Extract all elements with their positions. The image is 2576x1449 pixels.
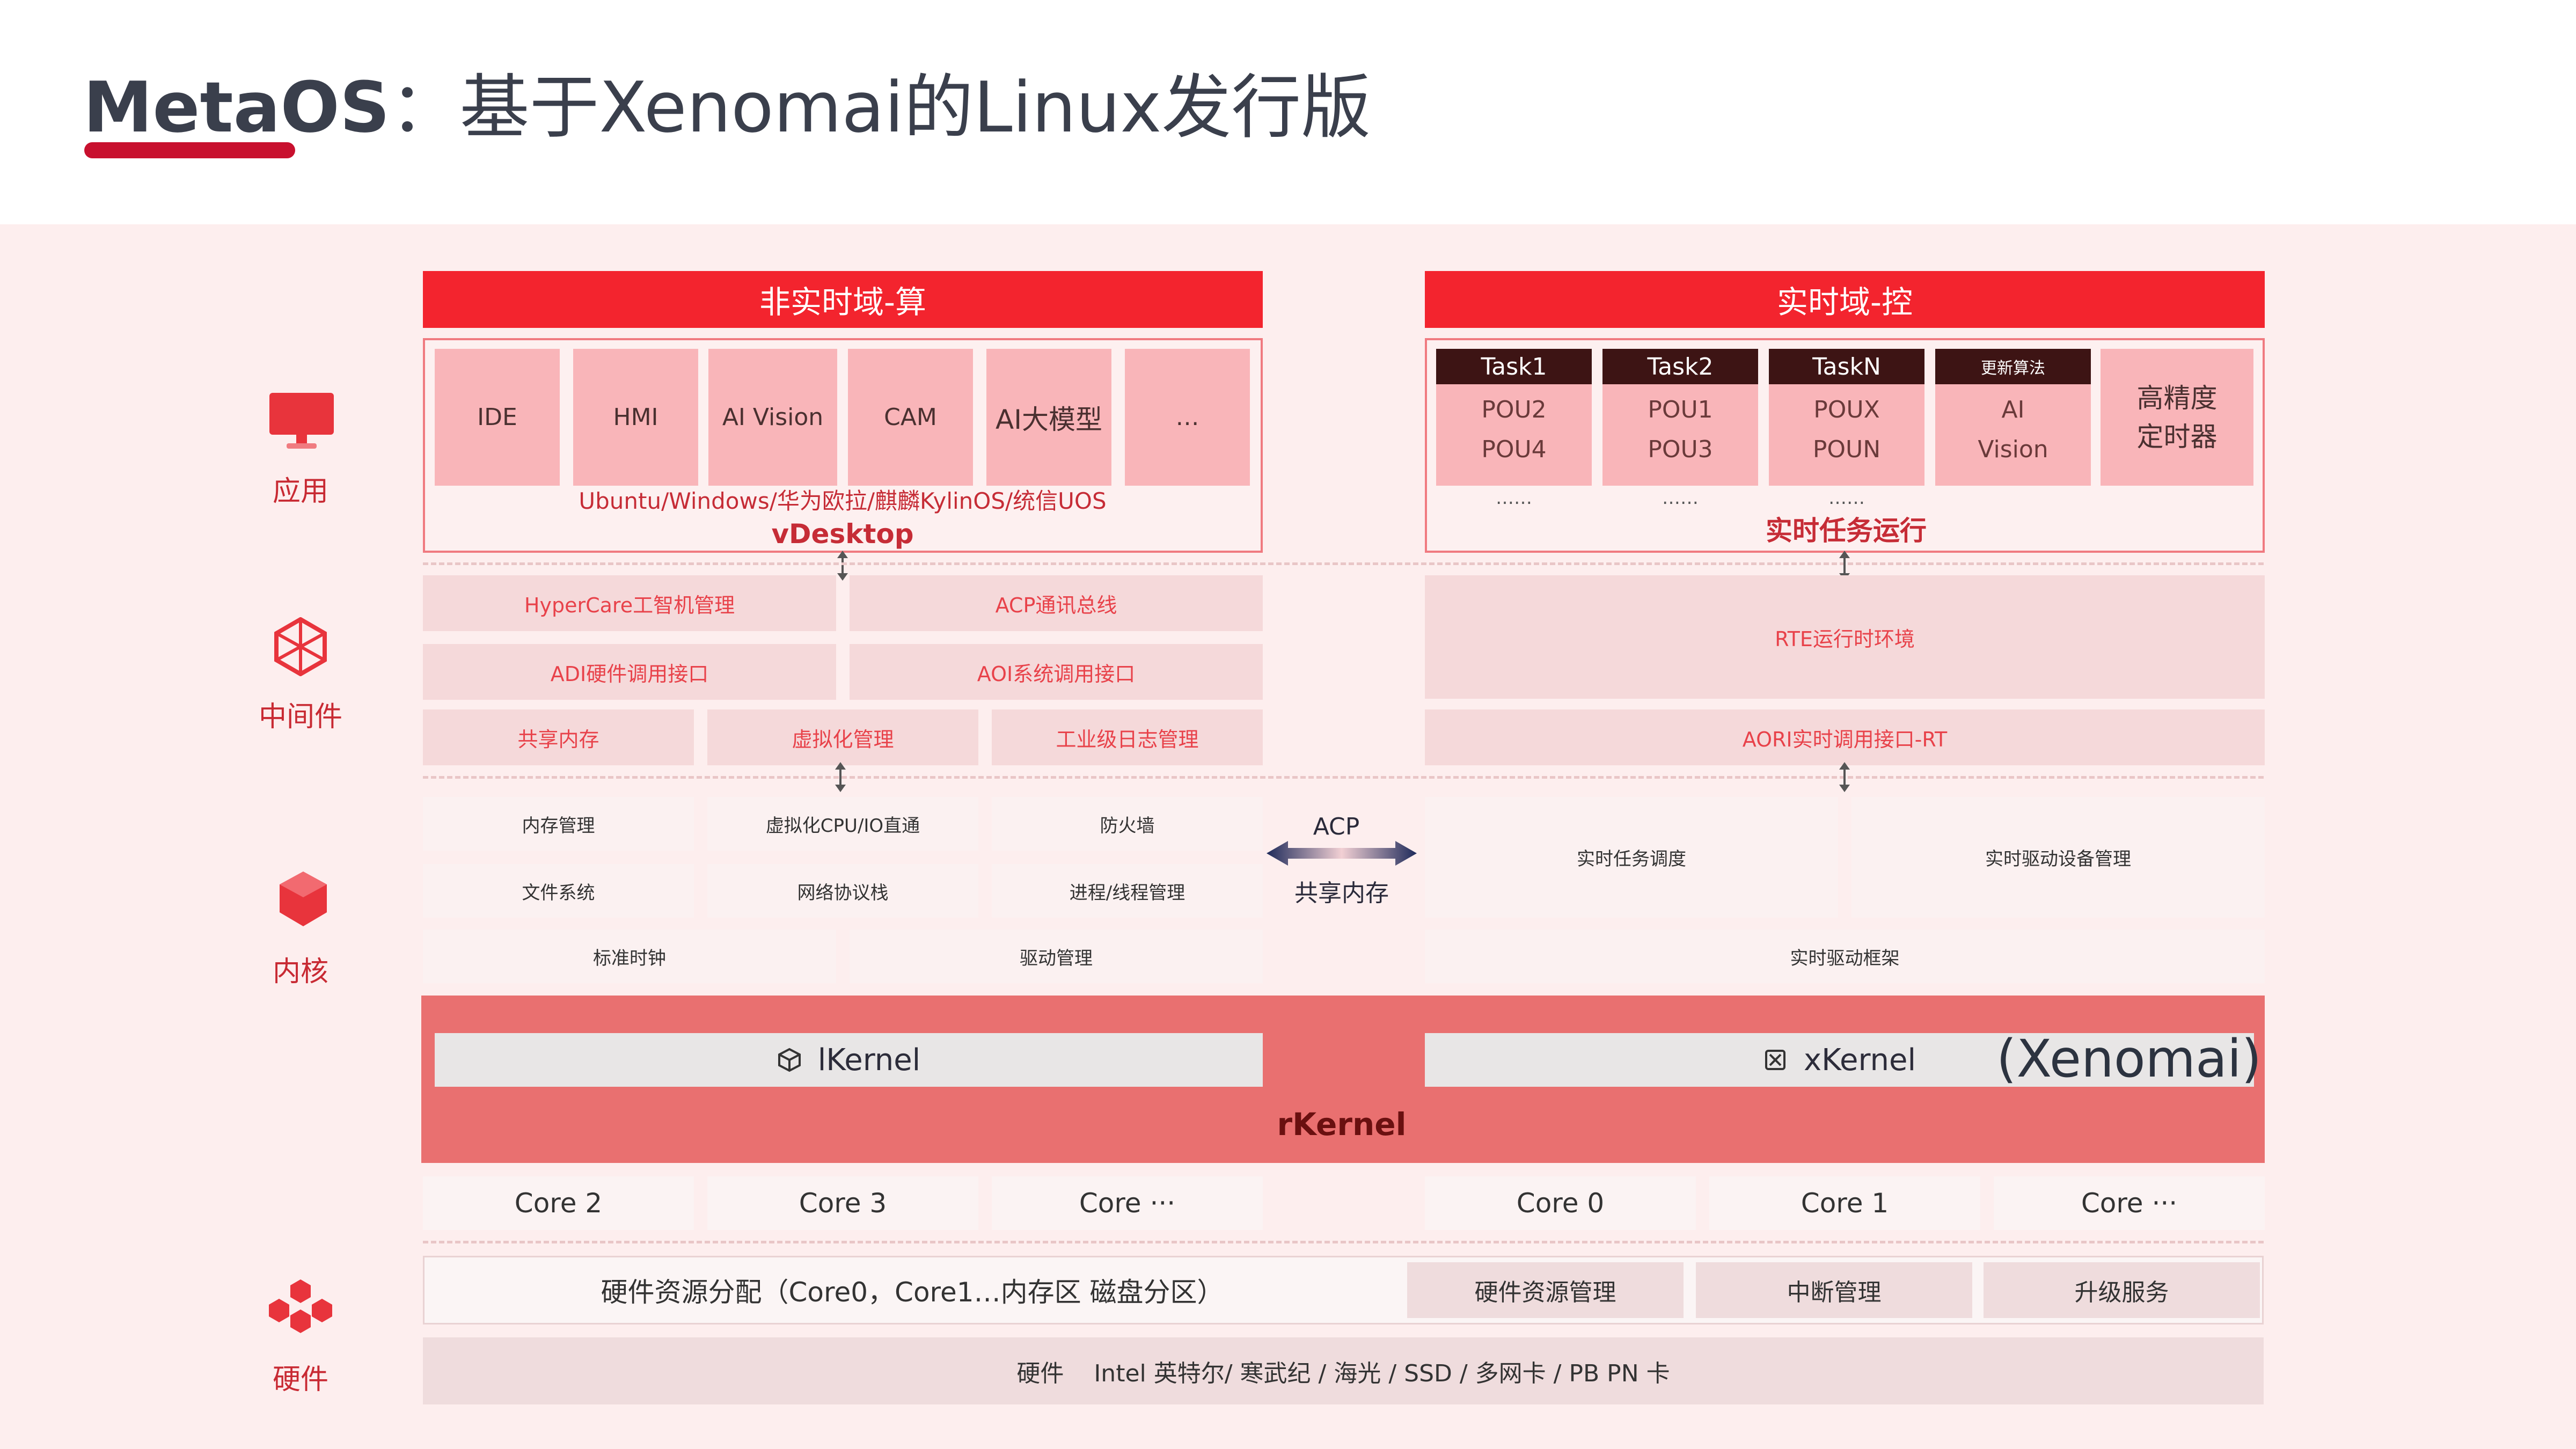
pou-item: Vision (1978, 436, 2048, 463)
pou-item: POU2 (1481, 396, 1547, 423)
k-rt-scheduling: 实时任务调度 (1425, 797, 1838, 918)
app-tile-ai-model: AI大模型 (986, 349, 1111, 486)
pou-item: POU3 (1648, 436, 1713, 463)
pou-item: POU1 (1648, 396, 1713, 423)
app-tile-cam: CAM (848, 349, 973, 486)
mw-industrial-log: 工业级日志管理 (992, 709, 1263, 765)
cluster-icon (266, 1277, 335, 1336)
side-label-kernel: 内核 (272, 955, 328, 988)
k-virtual-cpu-io: 虚拟化CPU/IO直通 (707, 797, 978, 851)
k-memory-mgmt: 内存管理 (423, 797, 694, 851)
hw-alloc: 硬件资源分配（Core0，Core1…内存区 磁盘分区） (601, 1277, 1224, 1308)
x-box-icon (1765, 1050, 1785, 1070)
core-more-non-rt: Core ··· (992, 1176, 1263, 1230)
mw-hypercare: HyperCare工智机管理 (423, 575, 836, 631)
divider-core-hw (423, 1241, 2264, 1243)
app-tile-hmi: HMI (573, 349, 698, 486)
hw-upgrade-service: 升级服务 (1984, 1262, 2260, 1318)
os-list: Ubuntu/Windows/华为欧拉/麒麟KylinOS/统信UOS (579, 487, 1107, 514)
side-label-middleware: 中间件 (258, 700, 342, 733)
k-firewall: 防火墙 (992, 797, 1263, 851)
monitor-icon (268, 392, 335, 449)
pou-item: AI (2001, 396, 2025, 423)
page-title: MetaOS：基于Xenomai的Linux发行版 (83, 67, 1371, 148)
mw-rte: RTE运行时环境 (1425, 575, 2265, 699)
side-label-hardware: 硬件 (272, 1363, 328, 1396)
xenomai-label: (Xenomai) (1996, 1029, 2262, 1089)
task-more: …… (1496, 487, 1532, 509)
core-3: Core 3 (707, 1176, 978, 1230)
bidirectional-arrow-icon (1267, 840, 1417, 867)
non-rt-app-frame (423, 338, 1263, 553)
task-more: …… (1662, 487, 1699, 509)
k-rt-device-mgmt: 实时驱动设备管理 (1851, 797, 2265, 918)
link-arrow-icon (1828, 762, 1861, 792)
rt-header: 实时域-控 (1425, 271, 2265, 328)
core-more-rt: Core ··· (1994, 1176, 2265, 1230)
pou-item: POUX (1813, 396, 1880, 423)
hw-interrupt-mgmt: 中断管理 (1696, 1262, 1972, 1318)
task-name: TaskN (1769, 349, 1924, 384)
acp-shared-memory-label: 共享内存 (1294, 880, 1389, 907)
side-label-app: 应用 (272, 475, 328, 508)
app-tile-ide: IDE (435, 349, 560, 486)
k-network-stack: 网络协议栈 (707, 864, 978, 918)
core-2: Core 2 (423, 1176, 694, 1230)
xkernel-label: xKernel (1803, 1042, 1916, 1078)
task-name: 更新算法 (1935, 349, 2091, 384)
hw-resource-mgmt: 硬件资源管理 (1407, 1262, 1684, 1318)
vdesktop-label: vDesktop (771, 518, 914, 550)
task-name: Task1 (1436, 349, 1592, 384)
app-tile-more: … (1125, 349, 1250, 486)
mw-aori: AORI实时调用接口-RT (1425, 709, 2265, 765)
acp-label: ACP (1313, 813, 1360, 840)
task-more: …… (1828, 487, 1865, 509)
lkernel-bar: lKernel (435, 1033, 1263, 1087)
lkernel-label: lKernel (817, 1042, 921, 1078)
mw-virtualization: 虚拟化管理 (707, 709, 978, 765)
rkernel-label: rKernel (1277, 1106, 1407, 1143)
divider-app-mw (423, 562, 2264, 565)
pou-item: POUN (1812, 436, 1881, 463)
title-underline (84, 142, 295, 158)
mw-adi: ADI硬件调用接口 (423, 644, 836, 700)
core-0: Core 0 (1425, 1176, 1696, 1230)
timer-line: 高精度 (2136, 382, 2218, 414)
mw-shared-memory: 共享内存 (423, 709, 694, 765)
task-card-n: TaskN POUX POUN (1769, 349, 1924, 486)
pou-item: POU4 (1481, 436, 1547, 463)
k-process-thread: 进程/线程管理 (992, 864, 1263, 918)
k-filesystem: 文件系统 (423, 864, 694, 918)
mw-aoi: AOI系统调用接口 (850, 644, 1263, 700)
hw-devices: 硬件 Intel 英特尔/ 寒武纪 / 海光 / SSD / 多网卡 / PB … (423, 1337, 2264, 1404)
cube-icon (276, 869, 330, 928)
rt-run-label: 实时任务运行 (1766, 515, 1927, 546)
app-tile-ai-vision: AI Vision (708, 349, 837, 486)
k-rt-driver-framework: 实时驱动框架 (1425, 930, 2265, 983)
high-precision-timer: 高精度定时器 (2101, 349, 2253, 486)
xkernel-bar: xKernel (1425, 1033, 2254, 1087)
divider-mw-kernel (423, 776, 2264, 779)
box-icon (778, 1048, 801, 1072)
task-name: Task2 (1602, 349, 1758, 384)
k-standard-clock: 标准时钟 (423, 930, 836, 983)
k-driver-mgmt: 驱动管理 (850, 930, 1263, 983)
non-rt-header: 非实时域-算 (423, 271, 1263, 328)
hexagon-network-icon (271, 617, 330, 677)
mw-acp-bus: ACP通讯总线 (850, 575, 1263, 631)
task-card-ai: 更新算法 AI Vision (1935, 349, 2091, 486)
link-arrow-icon (826, 551, 859, 581)
core-1: Core 1 (1709, 1176, 1980, 1230)
timer-line: 定时器 (2136, 421, 2218, 452)
